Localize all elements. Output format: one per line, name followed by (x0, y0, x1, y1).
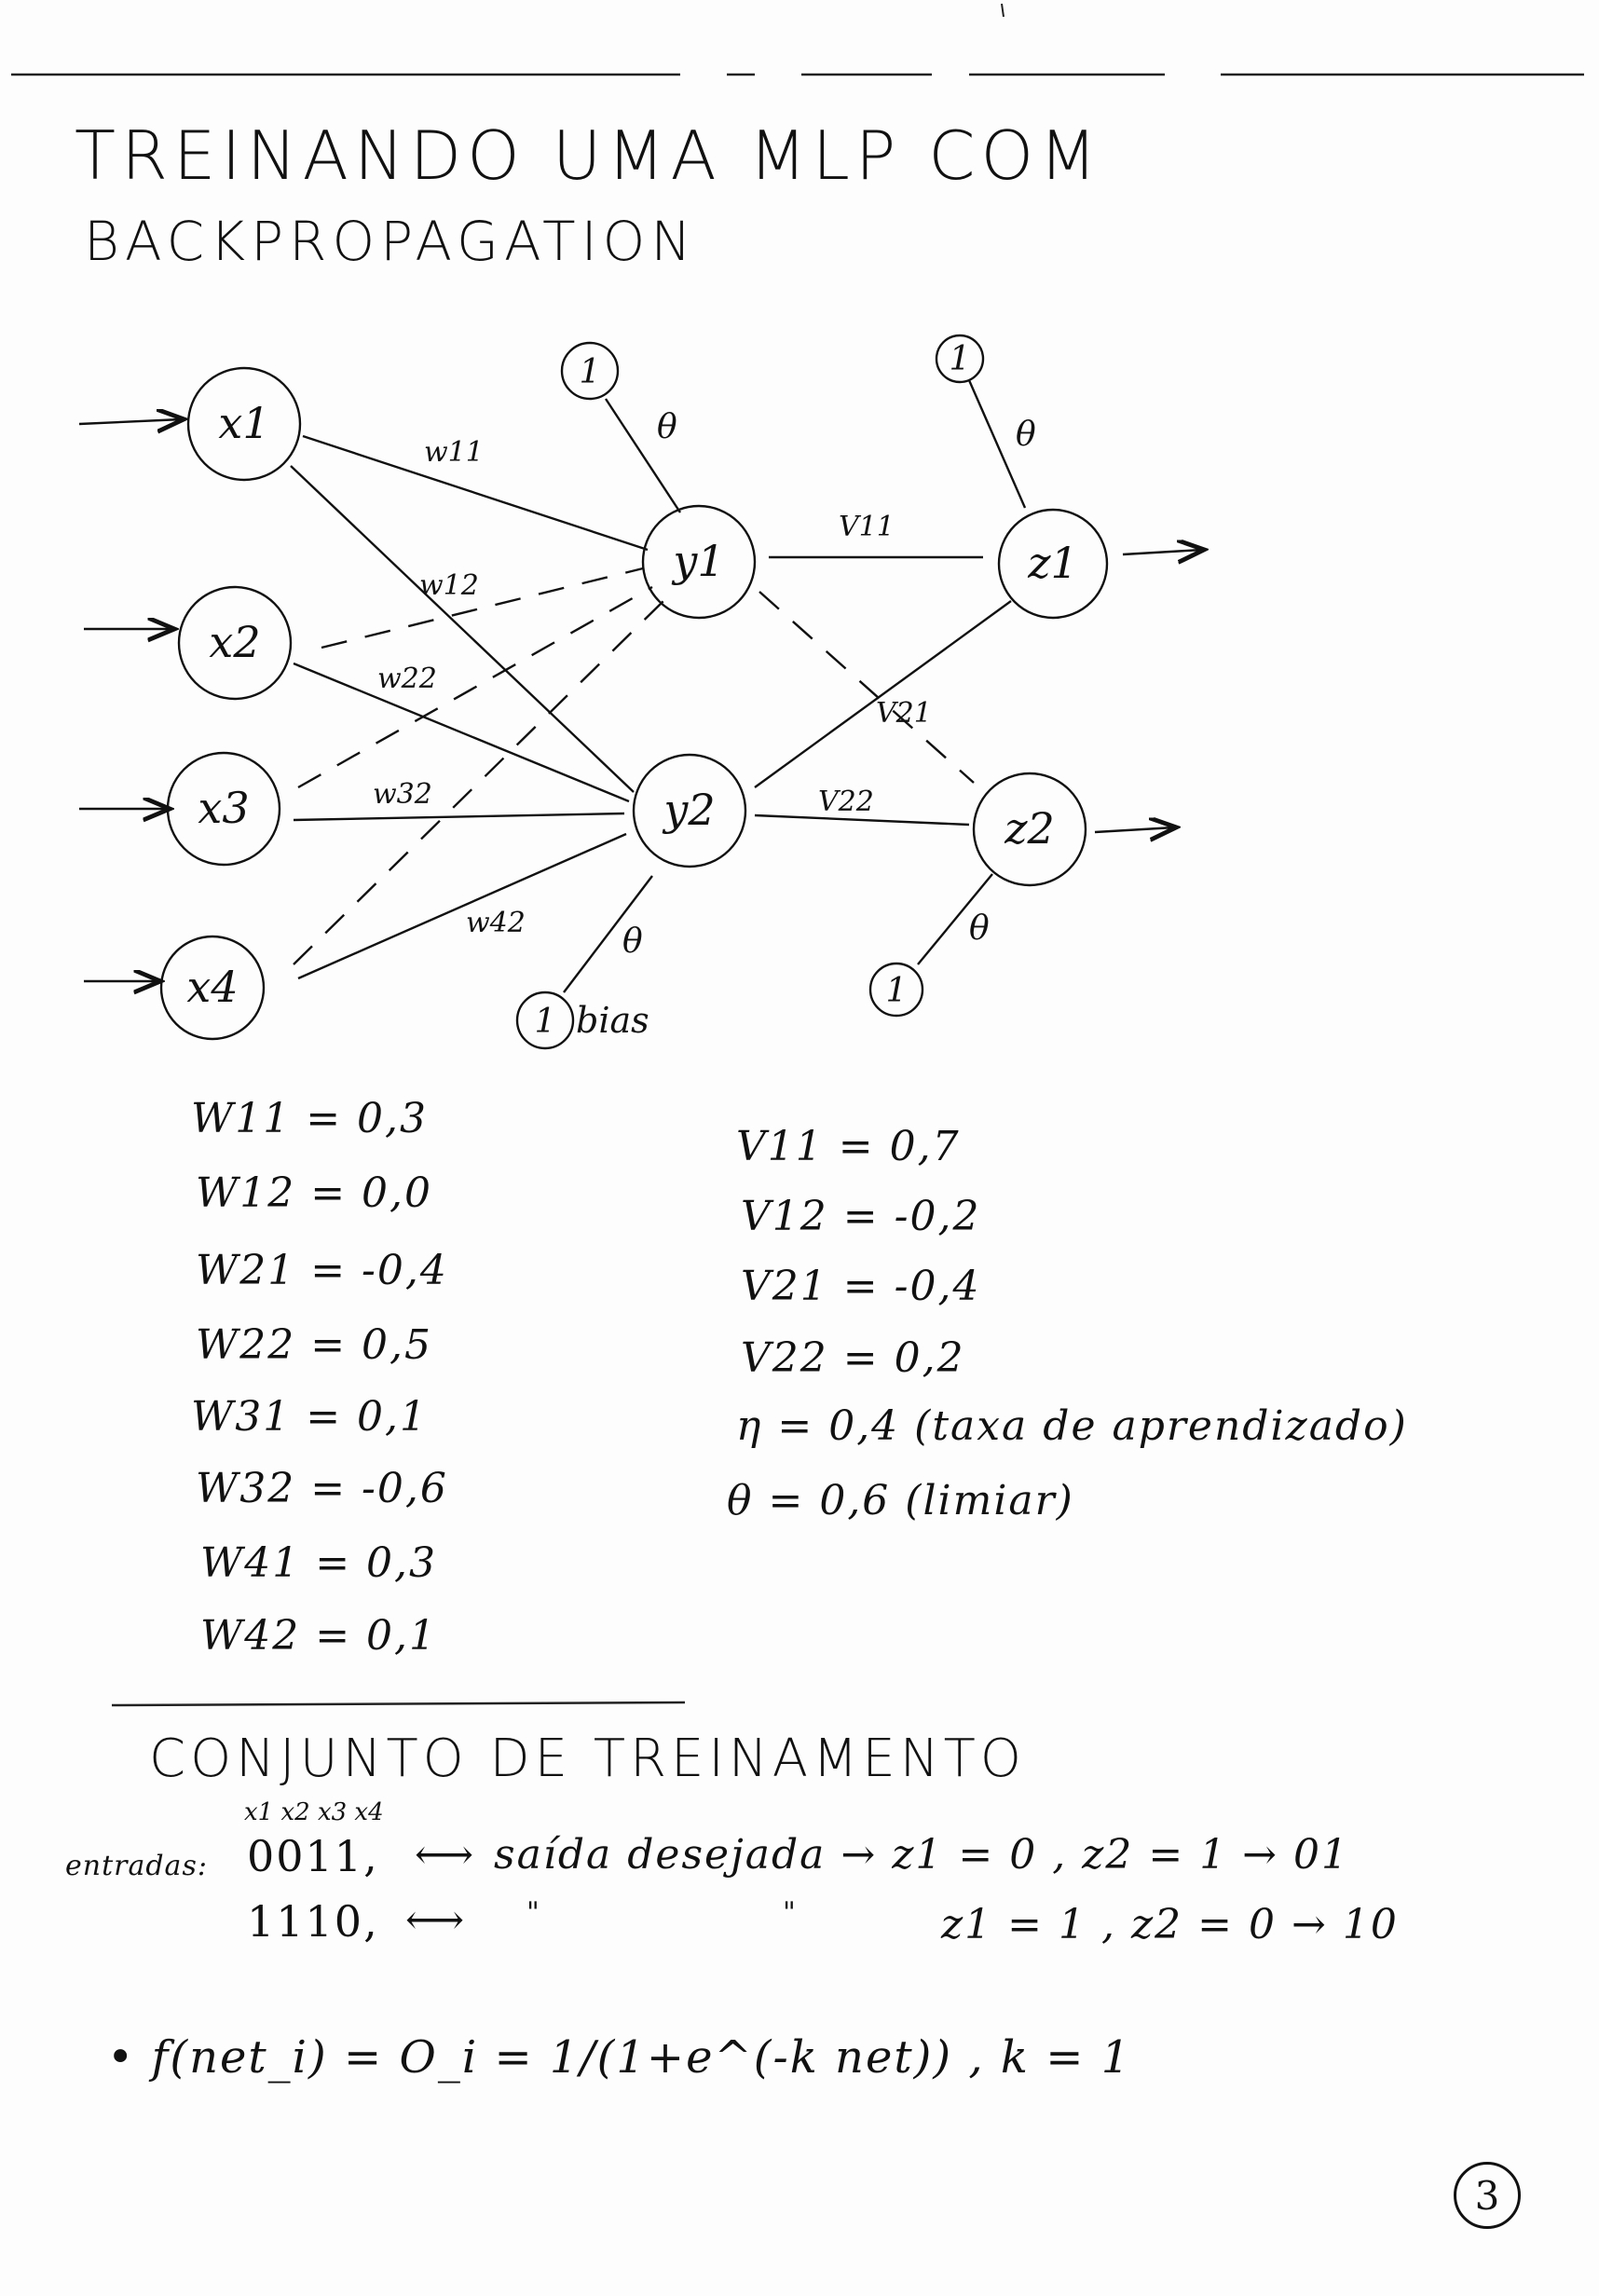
edge-y2-z1 (754, 600, 1012, 788)
row2-ditto-1: " (526, 1896, 540, 1929)
theta-z1: θ (1016, 416, 1036, 454)
page-title-line2: BACKPROPAGATION (84, 210, 697, 273)
weight-w22: W22 = 0,5 (196, 1321, 433, 1369)
bias-edge-y1 (604, 398, 682, 513)
weight-w11: W11 = 0,3 (191, 1095, 429, 1142)
row2-input: 1110, (247, 1896, 379, 1947)
edge-x3-y2 (293, 812, 625, 822)
weight-w41: W41 = 0,3 (200, 1539, 438, 1587)
label-x2: x2 (209, 617, 260, 667)
section-divider (111, 1701, 686, 1707)
output-arrow-z1 (1122, 550, 1202, 554)
node-x4 (159, 935, 266, 1041)
weight-v22: V22 = 0,2 (741, 1334, 965, 1382)
edge-x4-y2 (297, 832, 627, 980)
weight-w31: W31 = 0,1 (191, 1393, 429, 1441)
weight-w21: W21 = -0,4 (196, 1247, 448, 1294)
bias-value-y1: 1 (580, 353, 601, 391)
input-arrow-x1 (78, 419, 182, 424)
edge-label-w32: w32 (373, 778, 432, 811)
weight-v12: V12 = -0,2 (741, 1193, 981, 1240)
training-heading: CONJUNTO DE TREINAMENTO (149, 1729, 1026, 1789)
edge-label-w12: w12 (419, 569, 479, 602)
bias-edge-z2 (917, 873, 993, 965)
node-x2 (177, 585, 293, 701)
label-z2: z2 (1004, 803, 1055, 854)
bias-edge-y2 (563, 875, 653, 993)
bias-node-z2 (868, 962, 924, 1018)
bias-node-y2 (515, 991, 575, 1050)
label-x4: x4 (186, 962, 238, 1012)
edge-x3-y1 (297, 585, 653, 789)
edge-label-w22: w22 (377, 663, 437, 695)
node-x1 (186, 366, 302, 482)
node-z2 (972, 772, 1087, 887)
row1-arrow: ⟷ (415, 1831, 476, 1879)
learning-rate: η = 0,4 (taxa de aprendizado) (736, 1402, 1408, 1450)
row1-output: saída desejada → z1 = 0 , z2 = 1 → 01 (494, 1831, 1350, 1879)
theta-z2: θ (969, 909, 990, 948)
weight-w32: W32 = -0,6 (196, 1465, 448, 1512)
label-x3: x3 (198, 783, 249, 833)
edge-label-v21: V21 (876, 697, 932, 730)
input-headers: x1 x2 x3 x4 (244, 1798, 384, 1826)
edge-y2-z2 (754, 813, 970, 827)
edge-x1-y2 (290, 465, 635, 793)
node-z1 (997, 508, 1109, 620)
page-number: 3 (1454, 2162, 1521, 2229)
bias-label: bias (576, 1000, 649, 1041)
weight-v21: V21 = -0,4 (741, 1263, 981, 1310)
edge-label-v22: V22 (818, 786, 874, 818)
top-rule (11, 3, 1584, 76)
theta-y2: θ (622, 922, 643, 961)
edge-label-v11: V11 (839, 511, 895, 543)
threshold: θ = 0,6 (limiar) (727, 1477, 1074, 1524)
edge-x1-y1 (302, 434, 649, 552)
bias-node-z1 (935, 334, 985, 384)
activation-formula: • f(net_i) = O_i = 1/(1+e^(-k net)) , k … (107, 2031, 1132, 2084)
row2-output: z1 = 1 , z2 = 0 → 10 (941, 1901, 1399, 1948)
mlp-network-diagram: x1 x2 x3 x4 y1 y2 z1 z2 1 1 1 1 bias θ θ… (78, 334, 1599, 1050)
edge-label-w42: w42 (466, 907, 526, 939)
bias-value-z2: 1 (886, 972, 908, 1010)
label-y2: y2 (662, 785, 715, 835)
node-y1 (641, 504, 757, 620)
label-x1: x1 (218, 398, 269, 448)
edge-x2-y2 (293, 662, 630, 803)
edge-label-w11: w11 (424, 436, 484, 469)
label-y1: y1 (671, 536, 724, 586)
bias-value-y2: 1 (535, 1003, 556, 1041)
edge-x2-y1 (321, 567, 644, 649)
edge-y1-z2 (758, 591, 975, 784)
row1-input: 0011, (247, 1831, 379, 1881)
node-x3 (166, 751, 281, 867)
row2-arrow: ⟷ (405, 1896, 467, 1944)
bias-value-z1: 1 (950, 340, 971, 378)
bias-edge-z1 (967, 379, 1027, 509)
entries-label: entradas: (65, 1850, 208, 1882)
weight-v11: V11 = 0,7 (736, 1123, 961, 1170)
theta-y1: θ (657, 408, 677, 446)
weight-w12: W12 = 0,0 (196, 1169, 433, 1217)
label-z1: z1 (1027, 538, 1078, 588)
bias-node-y1 (560, 341, 620, 401)
output-arrow-z2 (1094, 827, 1174, 832)
row2-ditto-2: " (783, 1896, 797, 1929)
weight-w42: W42 = 0,1 (200, 1612, 438, 1660)
node-y2 (632, 753, 747, 868)
page-title-line1: TREINANDO UMA MLP COM (75, 116, 1103, 195)
